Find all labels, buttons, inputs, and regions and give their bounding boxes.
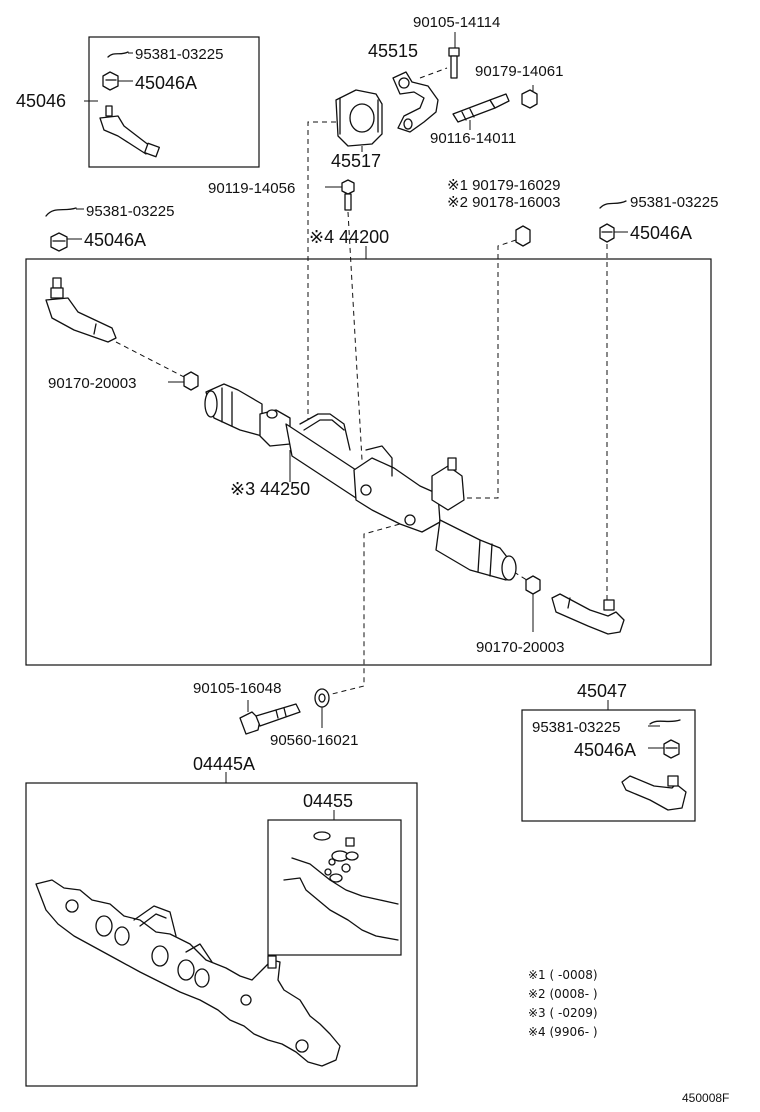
label-45047: 45047 — [577, 681, 627, 701]
label-04445A: 04445A — [193, 754, 255, 774]
lock-nut-left-icon — [183, 371, 199, 391]
castle-nut-r-icon — [599, 223, 615, 243]
nut-90179-16029-icon — [515, 225, 531, 247]
label-45046: 45046 — [16, 91, 66, 111]
footnote-2: ※2 (0008- ) — [528, 987, 598, 1001]
label-90116-14011: 90116-14011 — [430, 130, 516, 147]
label-45046A-tl: 45046A — [135, 73, 197, 93]
bolt-90119-14056-icon — [341, 179, 355, 211]
bolt-90105-14114-icon — [448, 47, 460, 79]
label-90119-14056: 90119-14056 — [208, 180, 295, 197]
dashed-leader-washer — [323, 523, 401, 697]
label-90105-16048: 90105-16048 — [193, 680, 281, 697]
stud-90116-14011-icon — [452, 93, 510, 123]
bracket-45515-icon — [392, 71, 439, 133]
steering-rack-housing-icon — [204, 383, 517, 581]
nut-90179-14061-icon — [521, 89, 538, 109]
label-45046A-br: 45046A — [574, 740, 636, 760]
label-90179-14061: 90179-14061 — [475, 63, 563, 80]
gasket-set-icon — [283, 831, 399, 941]
footnote-1: ※1 ( -0008) — [528, 968, 598, 982]
leader-dashed — [419, 67, 448, 79]
footnote-4: ※4 (9906- ) — [528, 1025, 598, 1039]
dashed-leader-lock-nut-r — [513, 571, 531, 583]
label-45046A-l: 45046A — [84, 230, 146, 250]
label-44200: ※4 44200 — [309, 227, 389, 247]
label-90560-16021: 90560-16021 — [270, 732, 358, 749]
dashed-leader-bolt — [347, 211, 363, 461]
label-04455: 04455 — [303, 791, 353, 811]
steering-gear-assembly-box — [25, 258, 712, 666]
tie-rod-end-right-icon — [551, 593, 625, 635]
label-95381-03225-r: 95381-03225 — [630, 194, 718, 211]
label-90179-16029: ※1 90179-16029 — [447, 177, 561, 194]
label-90178-16003: ※2 90178-16003 — [447, 194, 561, 211]
label-90105-14114: 90105-14114 — [413, 14, 500, 31]
label-95381-03225-l: 95381-03225 — [86, 203, 174, 220]
label-44250: ※3 44250 — [230, 479, 310, 499]
label-45046A-r: 45046A — [630, 223, 692, 243]
dashed-leader-lock-nut-l — [115, 341, 187, 379]
label-95381-03225-br: 95381-03225 — [532, 719, 620, 736]
gasket-kit-box — [25, 782, 418, 1087]
rack-housing-outline-icon — [35, 879, 341, 1067]
castle-nut-br-icon — [663, 739, 680, 759]
grommet-45517-icon — [335, 89, 383, 147]
tie-rod-end-tl-icon — [99, 105, 160, 158]
dashed-leader-grommet — [307, 121, 336, 420]
bolt-90105-16048-icon — [239, 703, 301, 735]
footnote-3: ※3 ( -0209) — [528, 1006, 598, 1020]
tie-rod-end-box-left — [88, 36, 260, 168]
cotter-pin-l-icon — [45, 207, 77, 217]
label-90170-20003-l: 90170-20003 — [48, 375, 136, 392]
tie-rod-end-left-icon — [45, 277, 117, 343]
cotter-pin-tl-icon — [107, 51, 129, 58]
cotter-pin-r-icon — [599, 200, 627, 209]
diagram-code: 450008F — [682, 1091, 729, 1105]
washer-90560-16021-icon — [314, 688, 330, 708]
label-95381-03225-tl: 95381-03225 — [135, 46, 223, 63]
tie-rod-end-br-icon — [621, 775, 687, 811]
lock-nut-right-icon — [525, 575, 541, 595]
label-45517: 45517 — [331, 151, 381, 171]
label-90170-20003-r: 90170-20003 — [476, 639, 564, 656]
castle-nut-l-icon — [50, 232, 68, 252]
dashed-leader-nut — [462, 239, 517, 499]
gasket-kit-sub-box — [267, 819, 402, 956]
castle-nut-tl-icon — [102, 71, 119, 91]
cotter-pin-br-icon — [649, 719, 681, 725]
label-45515: 45515 — [368, 41, 418, 61]
